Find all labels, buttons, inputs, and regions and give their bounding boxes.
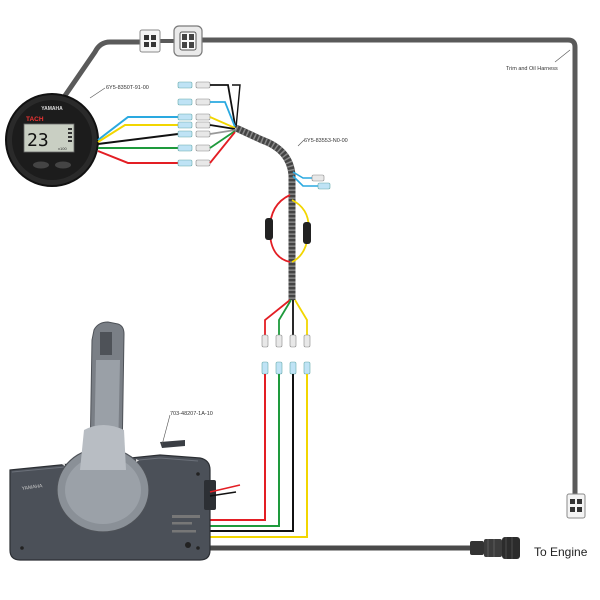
- lower-terminals: [261, 361, 311, 375]
- trim-oil-label: Trim and Oil Harness: [506, 66, 558, 72]
- wire-yellow-harness: [209, 116, 236, 129]
- wire-green-fanout: [278, 299, 292, 335]
- wrapped-harness-texture: [234, 124, 296, 300]
- fuse-holder-left: [265, 218, 273, 240]
- wire-white-harness: [209, 129, 236, 135]
- wire-green-harness: [209, 130, 236, 149]
- gauge-bar-4: [68, 140, 72, 142]
- engine-connector: [470, 537, 520, 559]
- wrapped-harness: [234, 124, 296, 300]
- wire-green-down: [210, 374, 280, 527]
- tach-part-label: 6Y5-8350T-91-00: [106, 85, 149, 91]
- trim-oil-leader: [554, 49, 571, 63]
- wire-red-harness: [209, 131, 236, 164]
- tach-link-cable: [59, 39, 140, 102]
- gauge-bar-2: [68, 132, 72, 134]
- branch-connector-2: [317, 182, 331, 190]
- wire-black-harness: [209, 124, 236, 130]
- trim-oil-harness-cable: [200, 37, 578, 500]
- harness-plug-large: [173, 25, 203, 57]
- trim-oil-plug: [566, 493, 586, 519]
- gauge-bar-3: [68, 136, 72, 138]
- gauge-mode: TACH: [26, 116, 44, 123]
- gauge-display: [23, 123, 75, 153]
- fuse-holder-right: [303, 222, 311, 244]
- gauge-brand: YAMAHA: [41, 106, 63, 112]
- upper-terminals: [261, 334, 311, 348]
- wire-blue-branch-2: [292, 175, 318, 187]
- wire-black-top: [210, 84, 236, 126]
- wire-red-down: [210, 374, 266, 521]
- wire-blue-harness: [210, 101, 236, 128]
- to-engine-label: To Engine: [534, 545, 588, 559]
- gauge-bar-1: [68, 128, 72, 130]
- wire-black-jumper: [232, 84, 241, 129]
- wire-yellow-tach: [97, 124, 178, 143]
- control-part-label: 703-48207-1A-10: [170, 411, 213, 417]
- tachometer-gauge: YAMAHA TACH 23 x100: [5, 93, 99, 187]
- harness-part-label: 6Y5-83553-N0-00: [304, 138, 348, 144]
- wire-black-down: [210, 374, 294, 532]
- control-part-leader: [161, 414, 171, 446]
- tach-side-connectors: [177, 81, 193, 167]
- wire-blue-tach: [97, 116, 178, 141]
- branch-connector-1: [311, 174, 325, 182]
- lever-arrow-left: ◂: [62, 462, 65, 468]
- tach-part-leader: [89, 87, 106, 99]
- wire-black-tach: [97, 133, 179, 145]
- harness-part-leader: [297, 139, 305, 147]
- gauge-button-left: [33, 161, 49, 169]
- control-brand: YAMAHA: [21, 483, 43, 492]
- wire-yellow-down: [210, 374, 308, 538]
- gauge-reading: 23: [27, 130, 49, 151]
- wire-yellow-fanout: [294, 299, 308, 335]
- wire-red-tach: [97, 150, 178, 164]
- control-hub: [56, 425, 150, 533]
- wire-blue-branch-1: [292, 171, 312, 179]
- wire-red-fanout: [264, 299, 291, 335]
- neutral-switch[interactable]: [185, 542, 191, 548]
- harness-side-connectors: [195, 81, 211, 167]
- harness-plug-small: [139, 29, 161, 53]
- lever-arrow-right: ▸: [136, 458, 139, 464]
- gauge-button-right: [55, 161, 71, 169]
- gauge-unit: x100: [58, 146, 67, 151]
